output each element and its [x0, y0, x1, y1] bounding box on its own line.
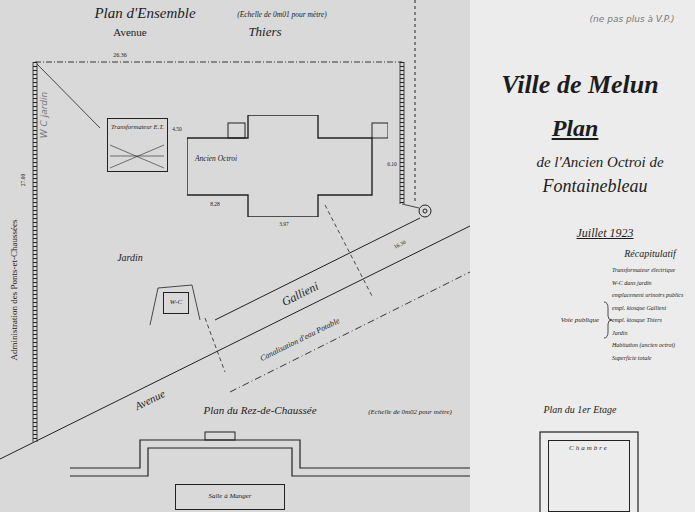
brace [604, 302, 612, 338]
hatch-line [110, 145, 164, 168]
dimension-label: 3.97 [279, 222, 289, 228]
room-name: Transformateur E.T. [111, 121, 164, 130]
plan-label: Plan du 1er Etage [543, 405, 616, 415]
plan-label: Avenue [113, 27, 146, 38]
dimension-label: 8.28 [210, 202, 220, 208]
plan-label: Juillet 1923 [577, 227, 634, 239]
room-name: W-C [170, 299, 183, 307]
entrance-steps [372, 123, 388, 138]
avenue-edge [0, 226, 470, 459]
room-box: Salle à Manger [175, 484, 285, 510]
avenue-edge [215, 218, 420, 320]
recap-item: Transformateur électrique [612, 267, 675, 273]
dimension-label: 4.50 [172, 127, 182, 133]
room-box: Transformateur E.T. [107, 118, 168, 172]
street-line [35, 62, 402, 63]
room-name: Chambre [569, 443, 609, 453]
dimension-line [205, 318, 225, 372]
building-outline: Ancien Octroi [187, 115, 388, 217]
room-box: Chambre [548, 440, 630, 512]
paper-light [470, 0, 695, 512]
post-symbol [419, 205, 431, 217]
plan-label: Plan du Rez-de-Chaussée [203, 405, 316, 416]
recap-item: Superficie totale [612, 355, 652, 361]
dimension-label: 6.10 [387, 162, 397, 168]
recap-item: Jardin [612, 330, 627, 336]
plan-label: Plan [552, 116, 599, 140]
wall [540, 432, 638, 512]
chain-line [415, 0, 416, 203]
plan-label: Voie publique [561, 317, 599, 324]
plan-label: (ne pas plus à V.P.) [590, 15, 675, 24]
sheet-title: Ville de Melun [501, 72, 658, 98]
room-name: Salle à Manger [208, 493, 251, 501]
hatch-line [110, 156, 164, 157]
recap-item: empl. kiosque Thiers [612, 317, 662, 323]
recap-item: empl. kiosque Gallieni [612, 305, 666, 311]
plan-label: Plan d'Ensemble [94, 6, 195, 21]
wall [70, 448, 470, 476]
hatch-line [110, 145, 164, 168]
dimension-line [325, 205, 372, 296]
plan-label: 26.36 [113, 52, 127, 58]
plan-label: (Echelle de 0m01 pour mètre) [237, 11, 327, 19]
fence-hatch [400, 62, 404, 204]
recap-item: W-C dans jardin [612, 280, 652, 286]
dimension-label: 27.00 [21, 174, 27, 186]
plan-label: Jardin [117, 253, 143, 263]
recap-item: emplacement urinoirs publics [612, 292, 683, 298]
fence-line [402, 204, 419, 208]
plan-label: Récapitulatif [624, 249, 676, 259]
chimney [205, 432, 235, 440]
plan-label: (Echelle de 0m02 pour mètre) [368, 409, 452, 416]
room-name: Ancien Octroi [195, 155, 237, 163]
plan-label: de l'Ancien Octroi de [536, 155, 663, 170]
building-wall [187, 115, 372, 217]
plan-label: Fontainebleau [543, 177, 648, 195]
post-symbol [423, 209, 427, 213]
entrance-steps [228, 123, 245, 138]
water-pipe-line [230, 272, 470, 392]
wall [70, 440, 470, 468]
building-shape [187, 115, 388, 217]
plan-label: Thiers [248, 25, 281, 38]
garden-path [150, 285, 200, 325]
plan-label: Administration des Ponts-et-Chaussées [10, 220, 19, 361]
room-box: W-C [163, 292, 189, 314]
plan-label: W C jardin [40, 92, 49, 139]
recap-item: Habitation (ancien octroi) [612, 342, 675, 348]
fence-hatch [33, 62, 37, 442]
